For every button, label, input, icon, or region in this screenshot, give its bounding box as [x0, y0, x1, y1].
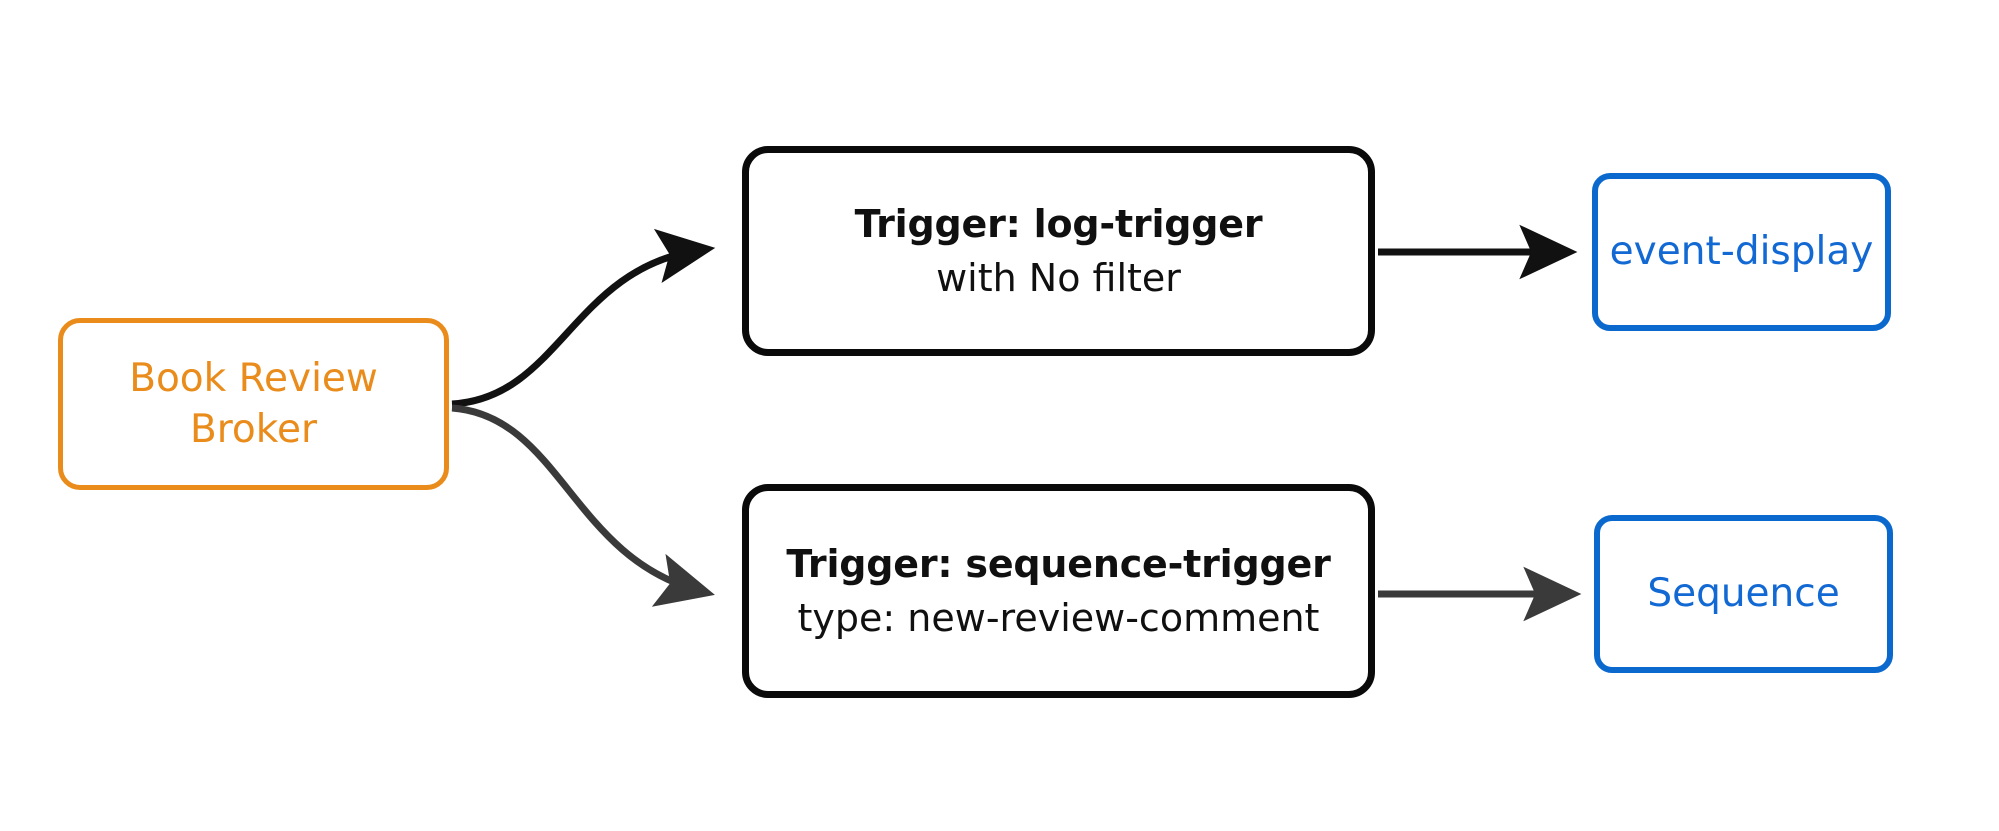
node-sequence[interactable]: Sequence [1594, 515, 1893, 673]
broker-label-line2: Broker [189, 407, 318, 452]
edge-broker-to-sequence-trigger [451, 404, 715, 607]
log-trigger-subtitle: with No filter [936, 256, 1181, 300]
broker-label-line1: Book Review [129, 355, 378, 401]
node-book-review-broker[interactable]: Book Review Broker [58, 318, 449, 490]
node-log-trigger[interactable]: Trigger: log-trigger with No filter [742, 146, 1375, 356]
sequence-label: Sequence [1647, 571, 1840, 617]
node-event-display[interactable]: event-display [1592, 173, 1891, 331]
sequence-trigger-subtitle: type: new-review-comment [797, 596, 1320, 640]
sequence-trigger-title: Trigger: sequence-trigger [786, 541, 1331, 586]
edge-broker-to-log-trigger [451, 228, 716, 408]
event-display-label: event-display [1609, 229, 1874, 275]
node-sequence-trigger[interactable]: Trigger: sequence-trigger type: new-revi… [742, 484, 1375, 698]
log-trigger-title: Trigger: log-trigger [854, 201, 1263, 246]
